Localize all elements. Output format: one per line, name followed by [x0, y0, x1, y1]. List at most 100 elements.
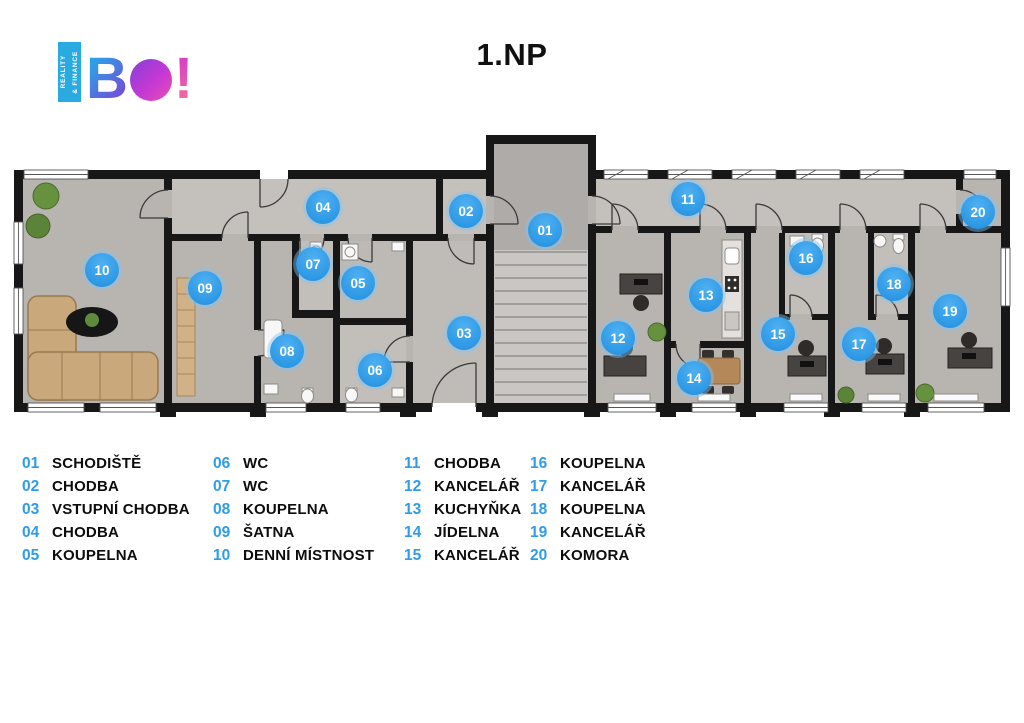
- legend-item: 11 CHODBA: [404, 455, 521, 478]
- legend-room-name: KOUPELNA: [243, 501, 329, 518]
- room-badge-16: 16: [789, 241, 823, 275]
- bo-logo: REALITY & FINANCE B !: [58, 42, 194, 111]
- legend-room-name: KUCHYŇKA: [434, 501, 522, 518]
- legend-room-number: 07: [213, 478, 231, 495]
- legend-room-number: 12: [404, 478, 422, 495]
- room-badge-04: 04: [306, 190, 340, 224]
- legend-room-name: KANCELÁŘ: [560, 524, 646, 541]
- legend-room-name: KOUPELNA: [560, 501, 646, 518]
- legend-room-number: 16: [530, 455, 548, 472]
- windows: [13, 169, 1011, 413]
- room-badge-05: 05: [341, 266, 375, 300]
- room-badge-18: 18: [877, 267, 911, 301]
- legend-room-name: KANCELÁŘ: [434, 478, 520, 495]
- legend-item: 04 CHODBA: [22, 524, 190, 547]
- legend-room-number: 18: [530, 501, 548, 518]
- legend-room-number: 13: [404, 501, 422, 518]
- legend-room-number: 19: [530, 524, 548, 541]
- legend-room-number: 09: [213, 524, 231, 541]
- legend-room-name: ŠATNA: [243, 524, 295, 541]
- room-badge-02: 02: [449, 194, 483, 228]
- room-badge-13: 13: [689, 278, 723, 312]
- room-badge-06: 06: [358, 353, 392, 387]
- legend-room-number: 05: [22, 547, 40, 564]
- bathroom-fixtures: [263, 233, 905, 404]
- door-openings: [260, 170, 476, 412]
- legend-room-number: 20: [530, 547, 548, 564]
- legend-item: 02 CHODBA: [22, 478, 190, 501]
- logo-exclamation: !: [173, 45, 194, 111]
- coffee-table: [66, 307, 118, 337]
- logo-letter-o-disc: [129, 59, 172, 101]
- room-badge-15: 15: [761, 317, 795, 351]
- legend-item: 18 KOUPELNA: [530, 501, 646, 524]
- legend-item: 07 WC: [213, 478, 374, 501]
- legend-item: 14 JÍDELNA: [404, 524, 521, 547]
- legend-item: 16 KOUPELNA: [530, 455, 646, 478]
- room-badge-03: 03: [447, 316, 481, 350]
- room-badge-20: 20: [961, 195, 995, 229]
- legend-room-name: KANCELÁŘ: [560, 478, 646, 495]
- legend-room-number: 11: [404, 455, 421, 472]
- legend-room-name: SCHODIŠTĚ: [52, 455, 142, 472]
- doors: [139, 178, 985, 408]
- room-badge-12: 12: [601, 321, 635, 355]
- legend-item: 12 KANCELÁŘ: [404, 478, 521, 501]
- legend-room-number: 17: [530, 478, 548, 495]
- legend-item: 03 VSTUPNÍ CHODBA: [22, 501, 190, 524]
- legend-item: 01 SCHODIŠTĚ: [22, 455, 190, 478]
- room-badge-19: 19: [933, 294, 967, 328]
- legend-room-name: KOUPELNA: [560, 455, 646, 472]
- room-badge-14: 14: [677, 361, 711, 395]
- room-badge-08: 08: [270, 334, 304, 368]
- legend-room-number: 02: [22, 478, 40, 495]
- legend-room-number: 03: [22, 501, 40, 518]
- staircase: [494, 250, 588, 403]
- legend-room-name: KOMORA: [560, 547, 630, 564]
- legend-room-number: 10: [213, 547, 231, 564]
- legend-item: 20 KOMORA: [530, 547, 646, 570]
- legend-room-name: CHODBA: [52, 524, 120, 541]
- room-badge-11: 11: [671, 182, 705, 216]
- room-badge-17: 17: [842, 327, 876, 361]
- legend-item: 05 KOUPELNA: [22, 547, 190, 570]
- room-badge-01: 01: [528, 213, 562, 247]
- couch: [27, 295, 159, 401]
- legend-room-number: 06: [213, 455, 231, 472]
- legend-room-number: 01: [22, 455, 40, 472]
- legend-room-name: CHODBA: [434, 455, 502, 472]
- legend-item: 08 KOUPELNA: [213, 501, 374, 524]
- legend-room-name: KANCELÁŘ: [434, 547, 520, 564]
- legend-room-name: WC: [243, 455, 269, 472]
- legend-item: 19 KANCELÁŘ: [530, 524, 646, 547]
- legend-room-name: CHODBA: [52, 478, 120, 495]
- room-badge-10: 10: [85, 253, 119, 287]
- legend-room-name: JÍDELNA: [434, 524, 500, 541]
- legend-room-name: VSTUPNÍ CHODBA: [52, 501, 190, 518]
- page-title: 1.NP: [476, 36, 548, 72]
- legend-room-number: 14: [404, 524, 422, 541]
- legend-item: 17 KANCELÁŘ: [530, 478, 646, 501]
- legend-room-number: 08: [213, 501, 231, 518]
- legend-item: 10 DENNÍ MÍSTNOST: [213, 547, 374, 570]
- logo-letter-b: B: [86, 45, 128, 111]
- logo-wordmark: B !: [86, 45, 194, 111]
- legend-item: 15 KANCELÁŘ: [404, 547, 521, 570]
- kitchen-counter: [721, 239, 743, 339]
- legend-room-name: DENNÍ MÍSTNOST: [243, 547, 375, 564]
- radiators: [613, 393, 979, 402]
- legend-item: 13 KUCHYŇKA: [404, 501, 521, 524]
- logo-tagline-bar: REALITY & FINANCE: [58, 42, 81, 102]
- legend-item: 09 ŠATNA: [213, 524, 374, 547]
- legend-room-name: KOUPELNA: [52, 547, 138, 564]
- room-badge-09: 09: [188, 271, 222, 305]
- legend-room-name: WC: [243, 478, 269, 495]
- legend-room-number: 15: [404, 547, 422, 564]
- legend-room-number: 04: [22, 524, 40, 541]
